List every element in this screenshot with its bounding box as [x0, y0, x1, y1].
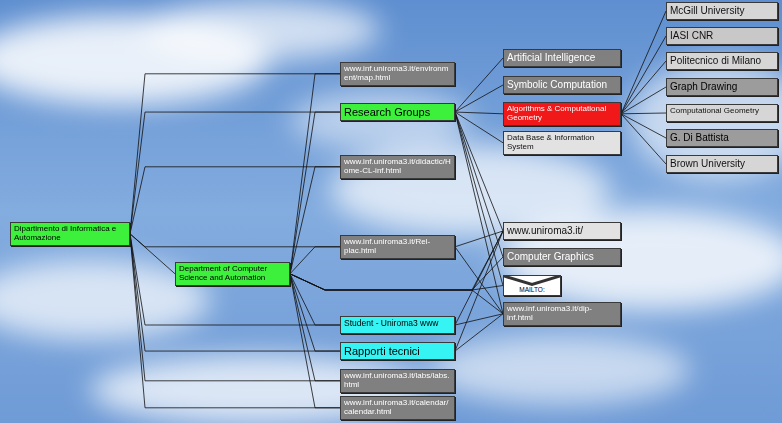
link-line: [621, 36, 666, 114]
link-line: [621, 61, 666, 114]
link-line: [455, 112, 503, 314]
link-line: [621, 114, 666, 138]
node-label: IASI CNR: [670, 30, 774, 41]
node-label: Research Groups: [344, 106, 451, 118]
link-box: Politecnico di Milano: [666, 52, 778, 70]
link-line: [455, 112, 503, 257]
mail-envelope: MAILTO:: [503, 275, 561, 296]
link-box: Algorithms & Computational Geometry: [503, 102, 621, 126]
node-label: G. Di Battista: [670, 132, 774, 143]
node-label: MAILTO:: [506, 286, 558, 293]
link-box: www.inf.uniroma3.it/dip-inf.html: [503, 302, 621, 326]
link-box: Brown University: [666, 155, 778, 173]
link-line: [290, 231, 503, 290]
node-label: www.uniroma3.it/: [507, 225, 617, 236]
link-box: Student - Uniroma3 www: [340, 316, 455, 334]
link-line: [130, 234, 340, 381]
link-line: [455, 231, 503, 325]
link-line: [290, 167, 340, 274]
node-label: www.inf.uniroma3.it/didactic/Home-CL-inf…: [344, 158, 451, 176]
node-label: www.inf.uniroma3.it/environment/map.html: [344, 65, 451, 83]
node-label: Rapporti tecnici: [344, 345, 451, 357]
link-line: [130, 234, 340, 351]
link-line: [455, 112, 503, 285]
node-label: Data Base & Information System: [507, 134, 617, 152]
link-box: Graph Drawing: [666, 78, 778, 96]
link-line: [130, 234, 340, 247]
link-box: IASI CNR: [666, 27, 778, 45]
link-box: www.inf.uniroma3.it/Rel-plac.html: [340, 235, 455, 259]
node-label: Artificial Intelligence: [507, 52, 617, 63]
link-line: [290, 274, 340, 408]
node-label: Department of Computer Science and Autom…: [179, 265, 286, 283]
link-line: [621, 113, 666, 115]
link-line: [290, 257, 503, 290]
link-box: McGill University: [666, 2, 778, 20]
link-line: [130, 167, 340, 234]
link-line: [455, 314, 503, 351]
node-label: Symbolic Computation: [507, 79, 617, 90]
link-box: Symbolic Computation: [503, 76, 621, 94]
link-line: [290, 74, 340, 274]
link-box: www.inf.uniroma3.it/didactic/Home-CL-inf…: [340, 155, 455, 179]
link-box: Research Groups: [340, 103, 455, 121]
node-label: www.inf.uniroma3.it/calendar/calendar.ht…: [344, 399, 451, 417]
node-label: McGill University: [670, 5, 774, 16]
link-line: [130, 234, 175, 274]
link-line: [130, 234, 340, 325]
link-line: [455, 85, 503, 112]
node-label: Algorithms & Computational Geometry: [507, 105, 617, 123]
node-label: www.inf.uniroma3.it/dip-inf.html: [507, 305, 617, 323]
link-line: [130, 234, 340, 408]
link-line: [455, 112, 503, 114]
link-line: [621, 114, 666, 164]
node-label: www.inf.uniroma3.it/Rel-plac.html: [344, 238, 451, 256]
node-label: Brown University: [670, 158, 774, 169]
node-label: Computer Graphics: [507, 251, 617, 262]
link-box: Data Base & Information System: [503, 131, 621, 155]
link-line: [290, 274, 503, 290]
link-line: [455, 58, 503, 112]
link-box: www.uniroma3.it/: [503, 222, 621, 240]
link-box: Dipartimento di Informatica e Automazion…: [10, 222, 130, 246]
node-label: Graph Drawing: [670, 81, 774, 92]
link-line: [455, 247, 503, 314]
link-line: [290, 112, 340, 274]
link-box: Rapporti tecnici: [340, 342, 455, 360]
node-label: www.inf.uniroma3.it/labs/labs.html: [344, 372, 451, 390]
link-box: Computer Graphics: [503, 248, 621, 266]
link-box: www.inf.uniroma3.it/environment/map.html: [340, 62, 455, 86]
link-line: [130, 112, 340, 234]
link-line: [290, 247, 340, 274]
link-line: [290, 274, 340, 325]
link-line: [621, 11, 666, 114]
node-label: Student - Uniroma3 www: [344, 319, 451, 328]
link-line: [455, 231, 503, 351]
node-label: Computational Geometry: [670, 107, 774, 116]
link-box: Artificial Intelligence: [503, 49, 621, 67]
link-line: [621, 87, 666, 114]
link-box: Computational Geometry: [666, 104, 778, 122]
link-box: Department of Computer Science and Autom…: [175, 262, 290, 286]
node-label: Politecnico di Milano: [670, 55, 774, 66]
link-box: www.inf.uniroma3.it/labs/labs.html: [340, 369, 455, 393]
node-label: Dipartimento di Informatica e Automazion…: [14, 225, 126, 243]
envelope-line: [504, 276, 560, 285]
link-box: G. Di Battista: [666, 129, 778, 147]
link-box: www.inf.uniroma3.it/calendar/calendar.ht…: [340, 396, 455, 420]
